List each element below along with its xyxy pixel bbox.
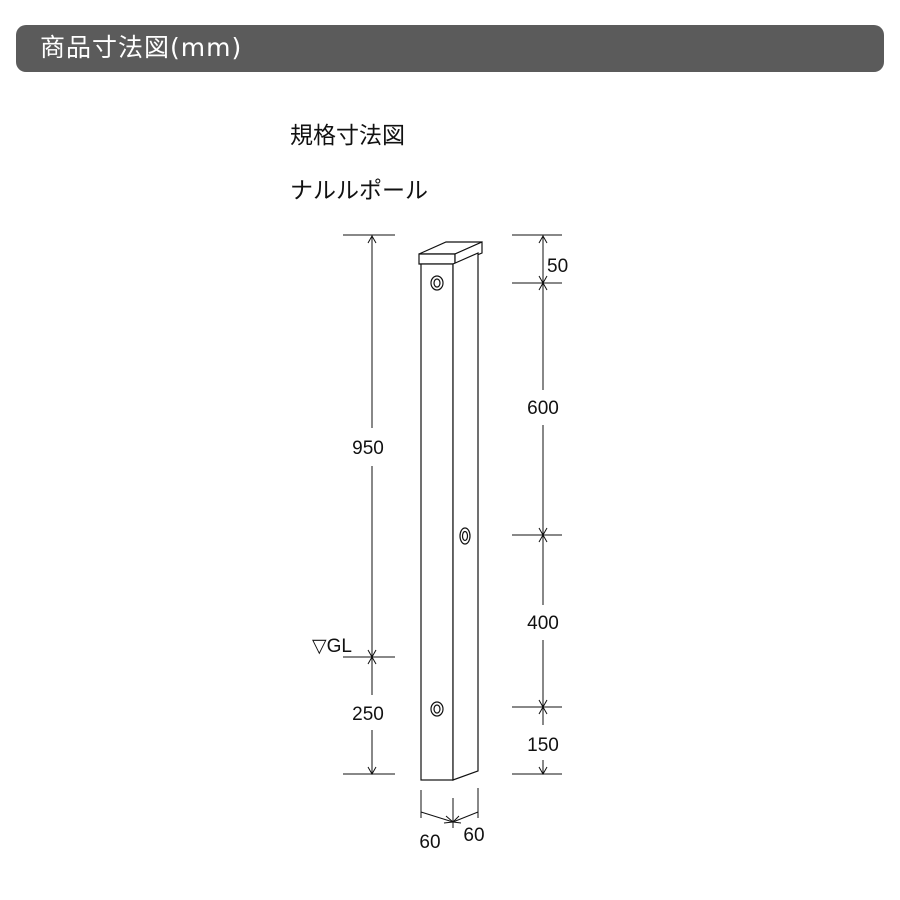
header-title: 商品寸法図(mm)	[40, 33, 243, 62]
width-dimension-lines	[420, 788, 479, 828]
dim-150-label: 150	[527, 735, 559, 756]
pole-front-face	[420, 263, 454, 781]
left-dimension-lines	[343, 234, 395, 776]
product-name: ナルルポール	[290, 178, 428, 204]
hose-port-icon	[430, 701, 444, 717]
dim-width-b-label: 60	[463, 825, 484, 846]
spec-title: 規格寸法図	[290, 123, 405, 149]
dim-950-label: 950	[352, 438, 384, 459]
pole-side-face	[452, 252, 479, 781]
dim-width-a-label: 60	[419, 832, 440, 853]
dim-600-label: 600	[527, 398, 559, 419]
gl-label: ▽GL	[312, 636, 352, 657]
dim-250-label: 250	[352, 704, 384, 725]
pole-cap-side	[454, 241, 483, 265]
hose-port-icon	[430, 275, 444, 291]
pole-drawing	[418, 241, 483, 781]
dim-400-label: 400	[527, 613, 559, 634]
dim-50-label: 50	[547, 256, 568, 277]
header-bar: 商品寸法図(mm)	[16, 25, 884, 72]
right-dimension-lines	[512, 234, 562, 776]
hose-port-icon	[459, 527, 471, 545]
pole-cap-front	[418, 253, 456, 265]
